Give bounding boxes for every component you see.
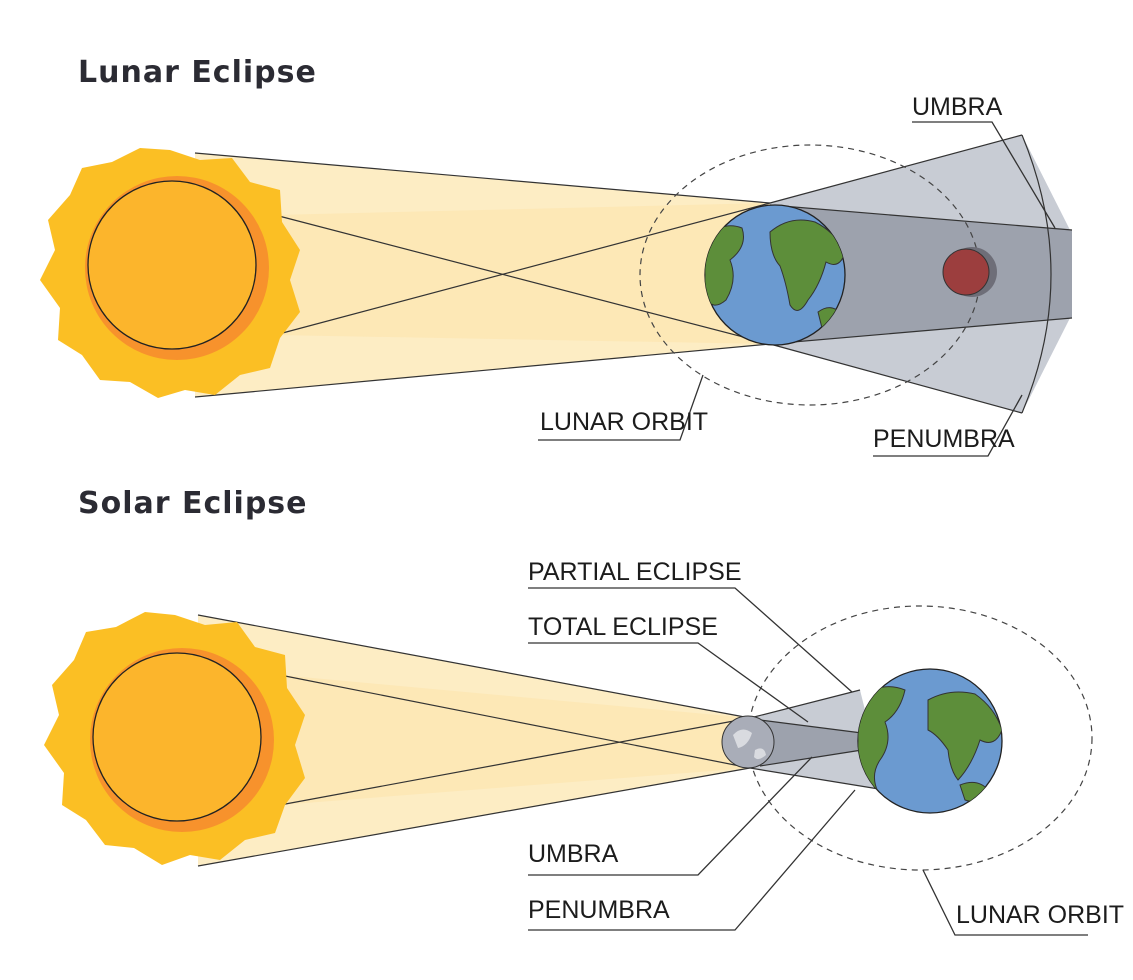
- solar-penumbra-edge-bottom: [749, 767, 886, 791]
- solar-earth: [857, 668, 1003, 814]
- solar-ray-cross-up: [279, 717, 751, 806]
- lunar-umbra-label: UMBRA: [912, 93, 1003, 121]
- gray-moon: [721, 715, 775, 769]
- lunar-penumbra-leader: [873, 394, 1023, 457]
- partial-eclipse-label: PARTIAL ECLIPSE: [528, 558, 742, 586]
- lunar-orbit-leader: [538, 374, 704, 441]
- solar-umbra-region: [760, 720, 862, 766]
- lunar-ray-cross-down: [274, 214, 771, 345]
- lunar-sunlight-inner: [275, 203, 770, 344]
- solar-ray-bottom-outer: [197, 767, 751, 867]
- solar-moon: [721, 715, 775, 769]
- lunar-umbra-edge-bottom: [769, 317, 1073, 345]
- solar-eclipse-section: Solar Eclipse: [44, 486, 1124, 936]
- solar-sun: [44, 612, 305, 865]
- solar-orbit-ellipse: [747, 605, 1093, 871]
- solar-penumbra-label: PENUMBRA: [528, 896, 670, 924]
- solar-ray-top-outer: [197, 614, 751, 719]
- lunar-orbit-label: LUNAR ORBIT: [540, 408, 708, 436]
- partial-eclipse-leader: [528, 587, 853, 693]
- solar-penumbra-edge-top: [749, 689, 861, 719]
- sun-core: [92, 652, 262, 822]
- lunar-umbra-edge-top: [769, 204, 1073, 231]
- lunar-penumbra-edge-bottom: [769, 343, 1023, 414]
- lunar-eclipse-section: Lunar Eclipse: [40, 55, 1073, 457]
- lunar-moon: [942, 247, 997, 297]
- lunar-shadow-outline: [1021, 134, 1052, 414]
- lunar-umbra-region: [770, 205, 1072, 344]
- solar-umbra-edge-top: [759, 719, 863, 734]
- solar-orbit-label: LUNAR ORBIT: [956, 901, 1124, 929]
- total-eclipse-leader: [528, 642, 809, 723]
- solar-umbra-label: UMBRA: [528, 840, 619, 868]
- lunar-umbra-leader: [912, 121, 1056, 229]
- solar-sunlight-inner: [280, 675, 750, 805]
- lunar-penumbra-label: PENUMBRA: [873, 425, 1015, 453]
- solar-orbit-leader: [922, 869, 1088, 936]
- lunar-earth: [704, 204, 846, 346]
- solar-eclipse-title: Solar Eclipse: [78, 486, 308, 521]
- sun-core: [87, 180, 257, 350]
- lunar-eclipse-title: Lunar Eclipse: [78, 55, 317, 90]
- lunar-ray-cross-up: [274, 202, 771, 336]
- total-eclipse-label: TOTAL ECLIPSE: [528, 613, 718, 641]
- solar-ray-cross-down: [279, 674, 751, 769]
- blood-moon: [942, 248, 990, 296]
- solar-penumbra-leader: [528, 789, 856, 931]
- lunar-sun: [40, 148, 300, 398]
- lunar-penumbra-edge-top: [769, 134, 1023, 204]
- moon-crater: [754, 748, 766, 760]
- solar-umbra-leader: [528, 756, 813, 876]
- lunar-ray-top-outer: [194, 152, 771, 204]
- moon-crater: [733, 729, 752, 748]
